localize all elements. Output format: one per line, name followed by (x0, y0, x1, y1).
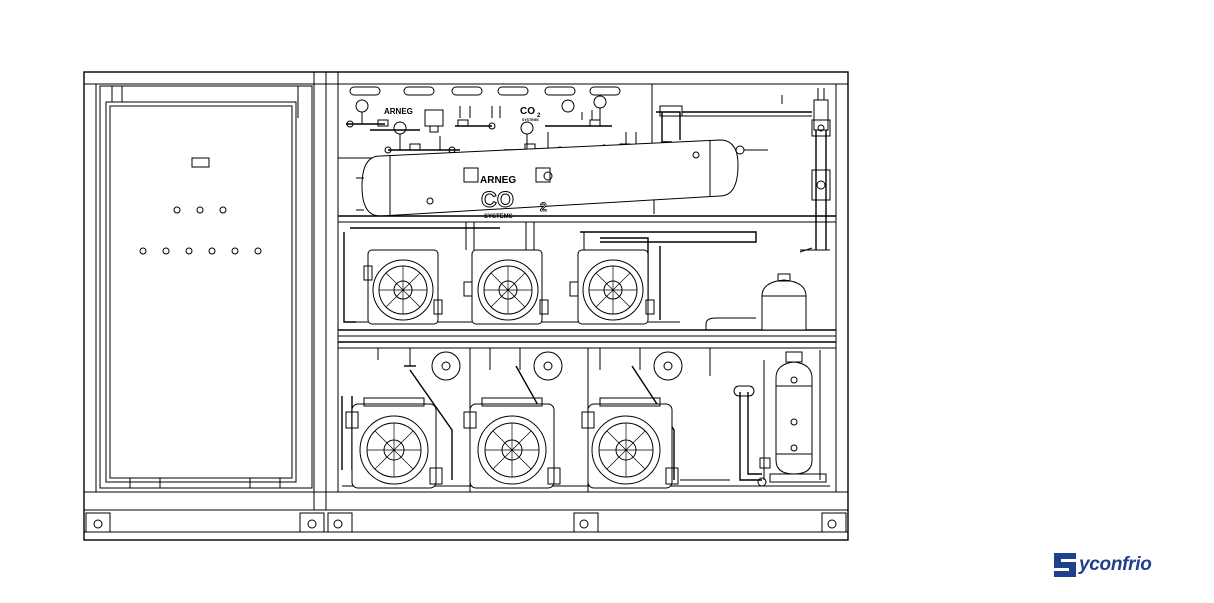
upper-compressor-2 (463, 249, 549, 325)
support-feet (85, 512, 847, 533)
upper-compressor-3 (569, 249, 655, 325)
brand-logo-text: yconfrio (1079, 554, 1152, 575)
middle-shelf (338, 215, 836, 492)
cabinet-indicator-lamps (139, 206, 262, 255)
receiver-co2-label: CO (481, 187, 514, 212)
right-top-piping (656, 88, 831, 251)
receiver-co2-subscript: 2 (540, 200, 547, 214)
lower-compressor-1 (345, 397, 443, 489)
upper-tank (761, 273, 807, 331)
panel-systems-label: SYSTEMS (522, 118, 539, 122)
cabinet-display (191, 157, 210, 168)
top-slots (349, 86, 621, 96)
liquid-receiver: ARNEG CO 2 SYSTEMS (356, 139, 768, 223)
receiver-brand-label: ARNEG (480, 175, 516, 186)
brand-logo: yconfrio (1052, 548, 1176, 582)
lower-compressor-2 (463, 397, 561, 489)
lower-compressor-3 (581, 397, 679, 489)
gauge-panel: ARNEG CO 2 SYSTEMS (337, 83, 653, 159)
receiver-systems-label: SYSTEMS (484, 214, 513, 220)
panel-gauges (355, 95, 607, 135)
lower-gauges (431, 351, 683, 381)
lower-accumulator (757, 350, 827, 487)
panel-co2-label: CO (520, 106, 535, 117)
panel-brand-label: ARNEG (384, 107, 413, 116)
brand-s-mark-icon (1054, 553, 1076, 577)
electrical-cabinet (99, 85, 313, 489)
upper-compressor-1 (363, 249, 443, 325)
outer-frame (83, 71, 849, 541)
panel-co2-subscript: 2 (537, 113, 541, 119)
